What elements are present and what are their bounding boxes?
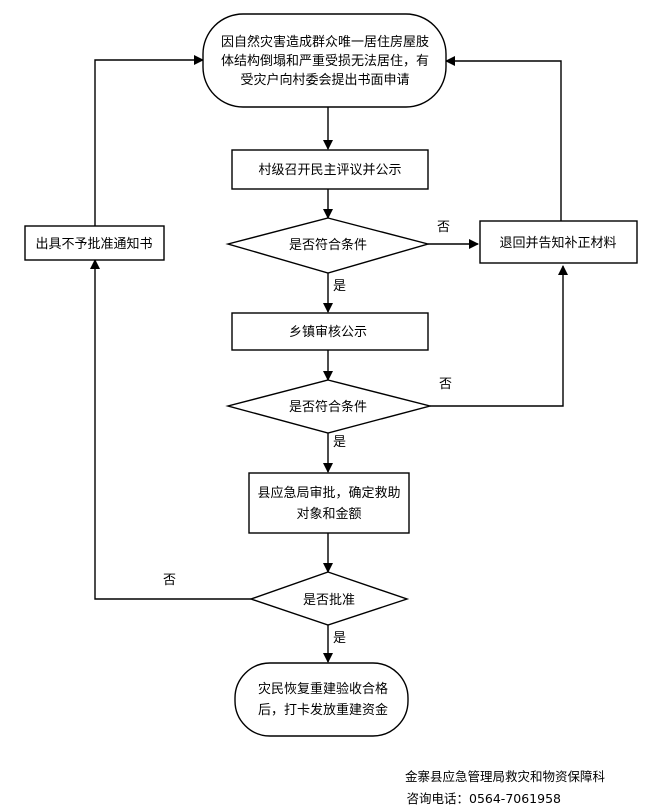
node-county-approval: 县应急局审批，确定救助 对象和金额 xyxy=(248,472,410,534)
node-end-line-1: 灾民恢复重建验收合格 xyxy=(258,681,388,697)
node-county-approval-line-2: 对象和金额 xyxy=(296,506,361,522)
node-town-review-label: 乡镇审核公示 xyxy=(289,325,367,340)
edge-label-decision-2-yes: 是 xyxy=(333,435,346,450)
node-decision-2: 是否符合条件 xyxy=(225,379,433,434)
node-rejection-notice-label: 出具不予批准通知书 xyxy=(35,236,152,252)
node-end-shape xyxy=(234,662,409,737)
node-village-review-label: 村级召开民主评议并公示 xyxy=(258,163,401,178)
node-village-review-shape xyxy=(231,149,429,190)
node-start-shape xyxy=(202,13,447,108)
node-village-review: 村级召开民主评议并公示 xyxy=(231,149,429,190)
edge-label-decision-3-no: 否 xyxy=(163,573,176,588)
node-start: 因自然灾害造成群众唯一居住房屋肢 体结构倒塌和严重受损无法居住，有 受灾户向村委… xyxy=(202,13,447,108)
node-county-approval-shape xyxy=(248,472,410,534)
node-decision-1-shape xyxy=(225,217,431,274)
node-end: 灾民恢复重建验收合格 后，打卡发放重建资金 xyxy=(234,662,409,737)
node-decision-3: 是否批准 xyxy=(248,571,410,626)
node-start-line-3: 受灾户向村委会提出书面申请 xyxy=(240,72,409,88)
node-rejection-notice-shape xyxy=(24,225,165,261)
node-town-review-shape xyxy=(231,312,429,351)
node-decision-2-label: 是否符合条件 xyxy=(289,399,367,415)
edge-return-to-start xyxy=(445,56,562,221)
node-decision-2-shape xyxy=(225,379,433,434)
node-rejection-notice: 出具不予批准通知书 xyxy=(24,225,165,261)
edge-decision-2-no xyxy=(430,265,568,407)
node-county-approval-line-1: 县应急局审批，确定救助 xyxy=(257,485,400,501)
edge-label-decision-1-no: 否 xyxy=(437,220,450,235)
edge-label-decision-3-yes: 是 xyxy=(333,631,346,646)
node-return-materials-shape xyxy=(479,220,638,264)
edges xyxy=(90,55,568,663)
node-decision-3-shape xyxy=(248,571,410,626)
node-decision-1-label: 是否符合条件 xyxy=(289,237,367,253)
footer-phone: 咨询电话：0564-7061958 xyxy=(406,791,562,806)
edge-rejection-to-start xyxy=(94,55,204,226)
node-decision-3-label: 是否批准 xyxy=(303,593,355,608)
edge-decision-3-no xyxy=(90,259,251,600)
node-return-materials: 退回并告知补正材料 xyxy=(479,220,638,264)
node-return-materials-label: 退回并告知补正材料 xyxy=(499,235,616,251)
edge-label-decision-2-no: 否 xyxy=(439,377,452,392)
node-end-line-2: 后，打卡发放重建资金 xyxy=(258,702,388,718)
footer-department: 金寨县应急管理局救灾和物资保障科 xyxy=(404,769,605,784)
node-start-line-2: 体结构倒塌和严重受损无法居住，有 xyxy=(221,53,429,69)
node-start-line-1: 因自然灾害造成群众唯一居住房屋肢 xyxy=(221,34,429,50)
edge-label-decision-1-yes: 是 xyxy=(333,279,346,294)
node-town-review: 乡镇审核公示 xyxy=(231,312,429,351)
node-decision-1: 是否符合条件 xyxy=(225,217,431,274)
